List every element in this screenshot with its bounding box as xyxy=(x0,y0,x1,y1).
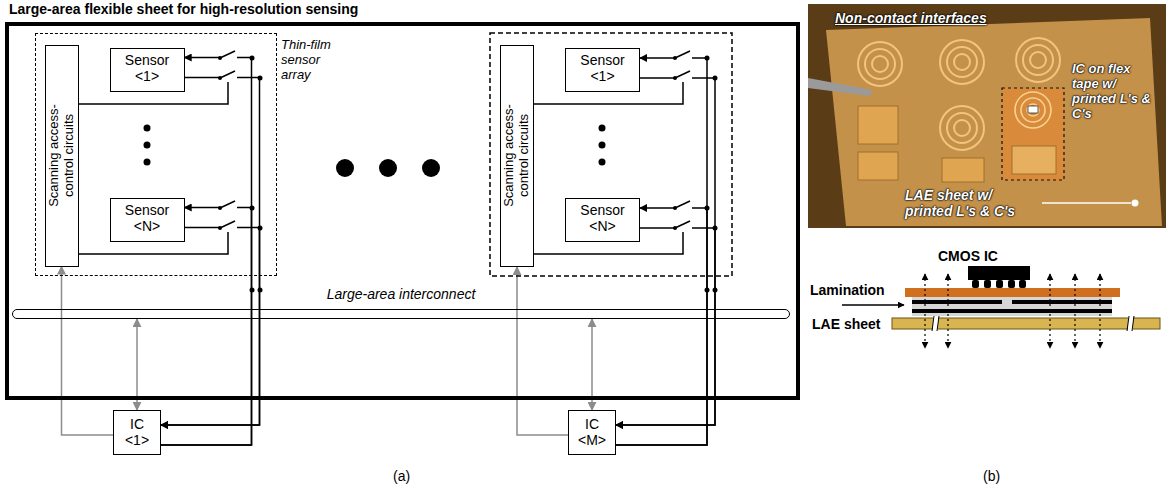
connector xyxy=(161,78,260,426)
rotated-text-holder: Scanning access-control circuits xyxy=(501,46,532,265)
node-text: Sensor <1> xyxy=(572,52,634,84)
node-text: Large-area interconnect xyxy=(13,286,789,302)
ic-box: IC <M> xyxy=(568,410,616,455)
rotated-text-holder: Scanning access-control circuits xyxy=(46,46,77,265)
sensor-box: Sensor <N> xyxy=(110,198,185,242)
panel-label: (b) xyxy=(983,468,1000,484)
node-text: Sensor <N> xyxy=(116,202,178,234)
sensor-box: Sensor <N> xyxy=(565,198,640,242)
dashed-group: Thin-film sensor arrayScanning access-co… xyxy=(35,33,277,276)
photo-label: IC on flex tape w/ printed L's & C's xyxy=(1072,62,1154,122)
scan-circuit-box: Scanning access-control circuits xyxy=(45,45,79,267)
dashed-group xyxy=(490,33,732,276)
junction-dot xyxy=(250,56,718,293)
panel-label: (a) xyxy=(393,468,410,484)
connector xyxy=(161,208,252,446)
node-text: IC <M> xyxy=(575,416,609,448)
scan-circuit-box: Scanning access-control circuits xyxy=(500,45,534,267)
sensor-box: Sensor <1> xyxy=(565,48,640,92)
sheet-box: Large-area flexible sheet for high-resol… xyxy=(5,22,800,400)
part-label: CMOS IC xyxy=(938,248,998,264)
photo-label: LAE sheet w/ printed L's & C's xyxy=(905,187,1037,219)
part-label: Lamination xyxy=(810,282,885,298)
connector xyxy=(616,208,707,445)
connector xyxy=(616,78,715,425)
connector xyxy=(62,267,114,436)
connector xyxy=(616,58,707,445)
node-text: Scanning access-control circuits xyxy=(502,91,532,221)
interconnect-bus: Large-area interconnect xyxy=(12,309,790,319)
node-text: Sensor <N> xyxy=(572,202,634,234)
node-text: Thin-film sensor array xyxy=(281,38,343,83)
connector xyxy=(616,228,715,425)
connector xyxy=(161,58,252,446)
control-line xyxy=(79,82,683,254)
sensor-box: Sensor <1> xyxy=(110,48,185,92)
ic-box: IC <1> xyxy=(113,410,161,455)
photo-label: Non-contact interfaces xyxy=(835,10,987,26)
photo xyxy=(808,4,1166,228)
connector xyxy=(161,228,260,426)
vertical-dots xyxy=(144,125,606,166)
cross-section xyxy=(842,266,1160,348)
node-text: Sensor <1> xyxy=(116,52,178,84)
ellipsis-dots xyxy=(336,159,440,177)
connector xyxy=(517,267,568,435)
node-text: Scanning access-control circuits xyxy=(46,90,76,220)
node-text: Large-area flexible sheet for high-resol… xyxy=(9,1,358,17)
part-label: LAE sheet xyxy=(812,316,880,332)
node-text: IC <1> xyxy=(120,416,154,448)
